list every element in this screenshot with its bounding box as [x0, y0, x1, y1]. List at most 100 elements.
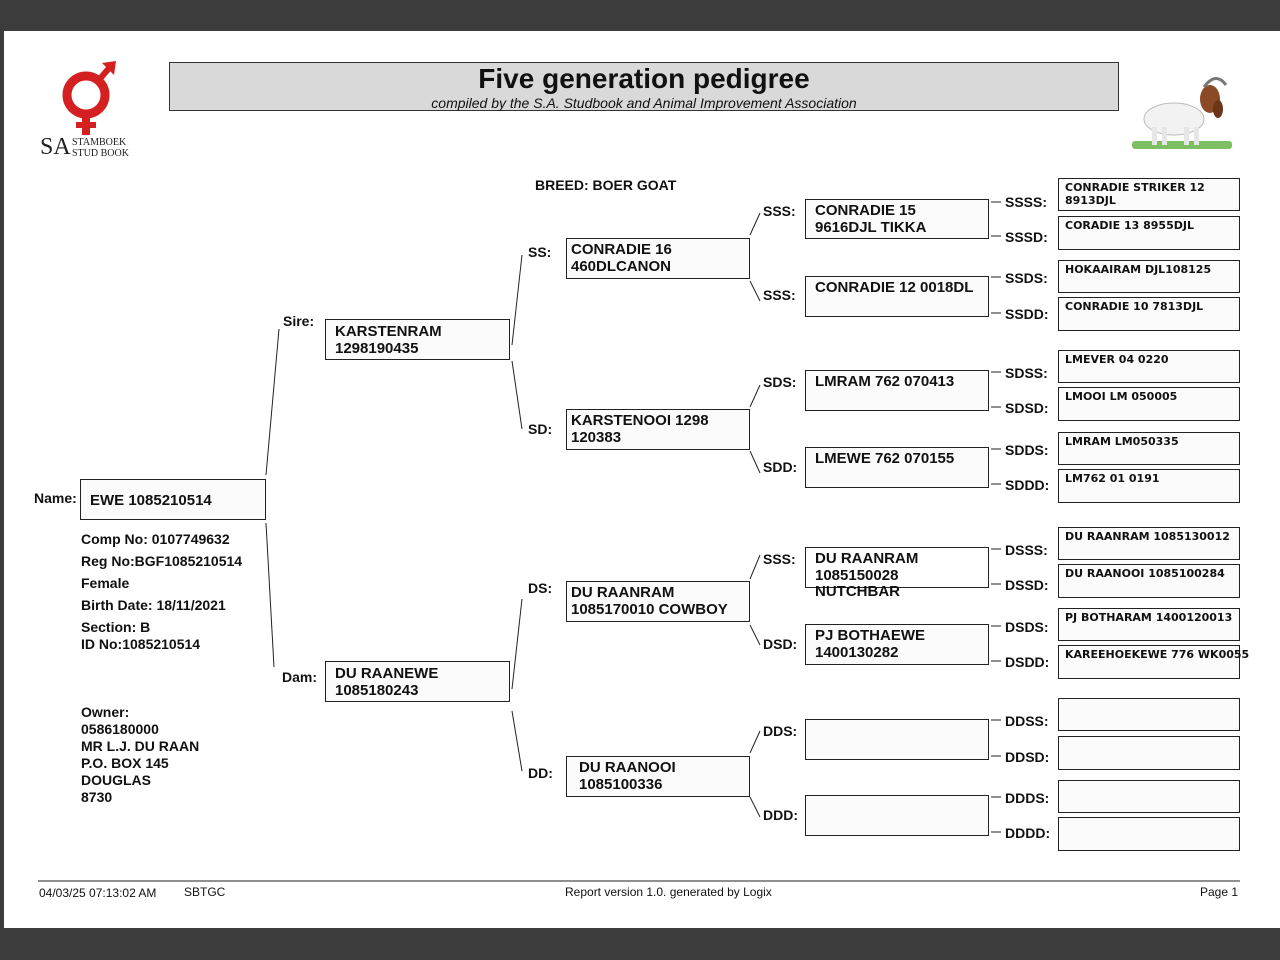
dd-name: DU RAANOOI: [579, 759, 676, 776]
ssss-number: 8913DJL: [1065, 194, 1116, 207]
owner-name: MR L.J. DU RAAN: [81, 738, 200, 754]
owner-number: 0586180000: [81, 721, 159, 737]
label-dssd: DSSD:: [1005, 577, 1049, 593]
section: Section: B: [81, 619, 151, 635]
ssd-name: CONRADIE 12 0018DL: [815, 279, 974, 296]
footer-datetime: 04/03/25 07:13:02 AM: [39, 886, 157, 900]
label-sss-1: SSS:: [763, 203, 796, 219]
label-sdds: SDDS:: [1005, 442, 1049, 458]
dddd-box: [1058, 817, 1240, 851]
dd-box: DU RAANOOI 1085100336: [566, 756, 750, 797]
sd-name: KARSTENOOI 1298: [571, 412, 709, 429]
page-title: Five generation pedigree: [478, 63, 810, 94]
pedigree-connectors: [38, 201, 1240, 882]
sssd-box: CORADIE 13 8955DJL: [1058, 216, 1240, 250]
label-dam: Dam:: [282, 669, 318, 685]
sdds-name: LMRAM LM050335: [1065, 435, 1179, 448]
sds-name: LMRAM 762 070413: [815, 373, 955, 390]
dss-extra: NUTCHBAR: [815, 583, 900, 600]
sdsd-name: LMOOI LM 050005: [1065, 390, 1178, 403]
label-dddd: DDDD:: [1005, 825, 1051, 841]
label-ds: DS:: [528, 580, 553, 596]
label-ddss: DDSS:: [1005, 713, 1049, 729]
dssd-box: DU RAANOOI 1085100284: [1058, 564, 1240, 598]
label-dds: DDS:: [763, 723, 798, 739]
label-sd: SD:: [528, 421, 553, 437]
ssds-box: HOKAAIRAM DJL108125: [1058, 260, 1240, 293]
page-subtitle: compiled by the S.A. Studbook and Animal…: [431, 95, 857, 111]
footer-code: SBTGC: [184, 885, 226, 899]
label-sdsd: SDSD:: [1005, 400, 1049, 416]
ddd-box: [805, 795, 989, 836]
label-sire: Sire:: [283, 313, 315, 329]
gender-symbol-icon: [62, 61, 116, 135]
owner-town: DOUGLAS: [81, 772, 151, 788]
ss-number: 460DLCANON: [571, 258, 672, 275]
sssd-name: CORADIE 13 8955DJL: [1065, 219, 1194, 232]
label-dsd: DSD:: [763, 636, 798, 652]
owner-box: P.O. BOX 145: [81, 755, 169, 771]
ddss-box: [1058, 698, 1240, 731]
sire-number: 1298190435: [335, 340, 419, 357]
pedigree-page: SA STAMBOEK STUD BOOK Five generation pe…: [4, 31, 1280, 928]
dam-name: DU RAANEWE: [335, 665, 439, 682]
sdd-name: LMEWE 762 070155: [815, 450, 955, 467]
label-dsdd: DSDD:: [1005, 654, 1050, 670]
label-ssss: SSSS:: [1005, 194, 1048, 210]
breed-label: BREED: BOER GOAT: [535, 177, 677, 193]
dsdd-name: KAREEHOEKEWE 776 WK0055: [1065, 648, 1250, 661]
logo-studbook-text: STUD BOOK: [72, 148, 129, 159]
sddd-box: LM762 01 0191: [1058, 469, 1240, 503]
label-ddds: DDDS:: [1005, 790, 1050, 806]
sire-box: KARSTENRAM 1298190435: [325, 319, 510, 360]
label-dss: SSS:: [763, 551, 796, 567]
dd-number: 1085100336: [579, 776, 663, 793]
sdss-name: LMEVER 04 0220: [1065, 353, 1169, 366]
label-ss: SS:: [528, 244, 552, 260]
dsss-box: DU RAANRAM 1085130012: [1058, 527, 1240, 560]
dsds-box: PJ BOTHARAM 1400120013: [1058, 608, 1240, 641]
sdsd-box: LMOOI LM 050005: [1058, 387, 1240, 421]
dam-number: 1085180243: [335, 682, 419, 699]
label-ssdd: SSDD:: [1005, 306, 1049, 322]
dsd-name: PJ BOTHAEWE: [815, 627, 926, 644]
label-dsds: DSDS:: [1005, 619, 1049, 635]
sds-box: LMRAM 762 070413: [805, 370, 989, 411]
boer-goat-image: [1132, 77, 1232, 149]
label-ddd: DDD:: [763, 807, 798, 823]
title-banner: Five generation pedigree compiled by the…: [169, 62, 1119, 111]
dsd-number: 1400130282: [815, 644, 899, 661]
ds-number: 1085170010 COWBOY: [571, 601, 728, 618]
birth-date: Birth Date: 18/11/2021: [81, 597, 226, 613]
connector-dam: [265, 522, 275, 668]
sdss-box: LMEVER 04 0220: [1058, 350, 1240, 383]
dsss-name: DU RAANRAM 1085130012: [1065, 530, 1230, 543]
ddds-box: [1058, 780, 1240, 813]
reg-no: Reg No:BGF1085210514: [81, 553, 243, 569]
sss-number: 9616DJL TIKKA: [815, 219, 927, 236]
sire-name: KARSTENRAM: [335, 323, 442, 340]
ddsd-box: [1058, 736, 1240, 770]
label-ssds: SSDS:: [1005, 270, 1048, 286]
ss-box: CONRADIE 16 460DLCANON: [566, 238, 750, 279]
ssss-box: CONRADIE STRIKER 12 8913DJL: [1058, 178, 1240, 211]
dam-box: DU RAANEWE 1085180243: [325, 661, 510, 702]
label-sddd: SDDD:: [1005, 477, 1050, 493]
label-sdss: SDSS:: [1005, 365, 1048, 381]
dss-name: DU RAANRAM: [815, 550, 919, 567]
name-label: Name:: [34, 490, 77, 506]
sss-box: CONRADIE 15 9616DJL TIKKA: [805, 199, 989, 239]
dssd-name: DU RAANOOI 1085100284: [1065, 567, 1225, 580]
logo-stamboek-text: STAMBOEK: [72, 137, 127, 148]
id-no: ID No:1085210514: [81, 636, 201, 652]
label-sds: SDS:: [763, 374, 797, 390]
owner-code: 8730: [81, 789, 113, 805]
ssd-box: CONRADIE 12 0018DL: [805, 276, 989, 317]
ss-name: CONRADIE 16: [571, 241, 672, 258]
ssds-name: HOKAAIRAM DJL108125: [1065, 263, 1212, 276]
ds-name: DU RAANRAM: [571, 584, 675, 601]
sa-studbook-logo: SA STAMBOEK STUD BOOK: [38, 59, 143, 160]
footer-report: Report version 1.0. generated by Logix: [565, 885, 772, 899]
label-sssd: SSSD:: [1005, 229, 1048, 245]
animal-name-box: EWE 1085210514: [80, 479, 266, 520]
